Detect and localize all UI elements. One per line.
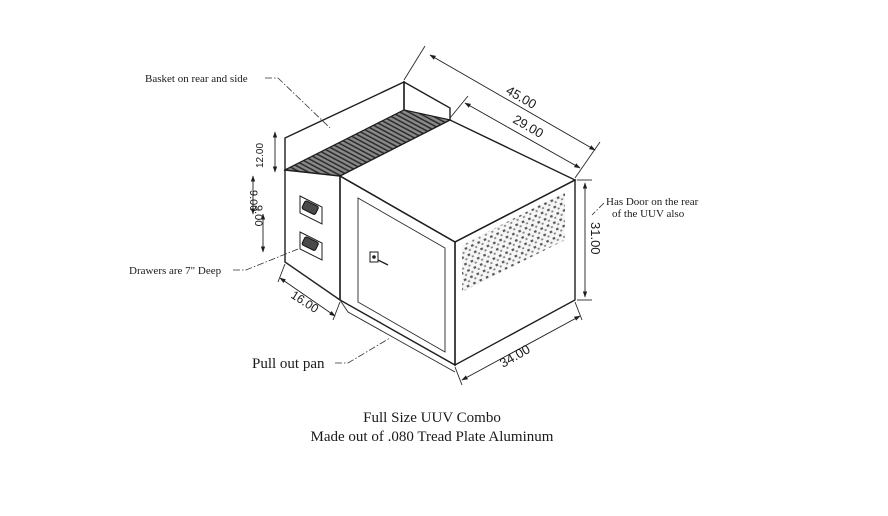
dim-line-lid-length — [464, 102, 581, 169]
dim-lid-length: 29.00 — [511, 112, 547, 141]
callout-drawers: Drawers are 7" Deep — [129, 265, 222, 277]
dim-line-width — [461, 315, 581, 381]
callout-door-line2: of the UUV also — [612, 208, 685, 220]
dim-line-drawer-width — [279, 277, 336, 317]
drawer-upper — [299, 195, 323, 225]
drawer-lower-handle-icon — [301, 236, 319, 251]
caption-title: Full Size UUV Combo — [363, 410, 501, 426]
dim-basket-height: 12.00 — [255, 143, 266, 168]
dim-width: 34.00 — [497, 341, 533, 370]
basket-grate — [283, 109, 452, 177]
box-body — [283, 80, 577, 373]
drawer-lower — [299, 231, 323, 261]
callouts: Basket on rear and side Has Door on the … — [129, 73, 699, 372]
callout-basket: Basket on rear and side — [145, 73, 248, 85]
box-side-face — [454, 178, 576, 367]
drawer-upper-handle-icon — [301, 200, 319, 215]
dim-drawer-upper: 9.00 — [247, 190, 259, 211]
door-panel — [357, 197, 446, 353]
callout-door-line1: Has Door on the rear — [606, 196, 699, 208]
caption: Full Size UUV Combo Made out of .080 Tre… — [311, 410, 554, 445]
dim-drawer-width: 16.00 — [288, 288, 321, 316]
dim-height: 31.00 — [588, 222, 603, 255]
dim-drawer-lower: 9.00 — [252, 205, 264, 226]
callout-pan: Pull out pan — [252, 356, 325, 372]
dim-line-overall-length — [429, 54, 596, 151]
pull-out-pan-edge — [339, 299, 456, 373]
box-side-band — [462, 192, 565, 292]
box-front-face — [339, 174, 456, 367]
caption-subtitle: Made out of .080 Tread Plate Aluminum — [311, 429, 554, 445]
